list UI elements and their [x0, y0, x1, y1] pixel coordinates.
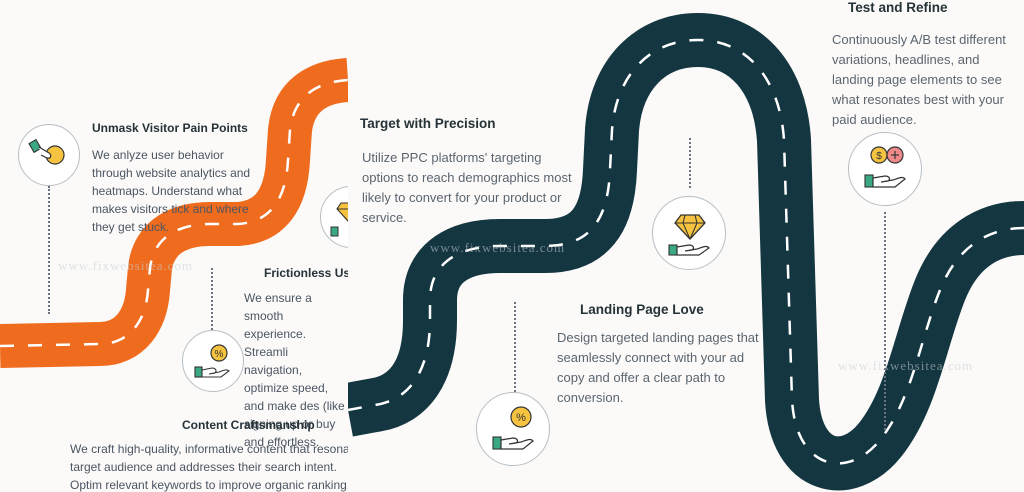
icon-circle-diamond-left [320, 186, 348, 248]
step-text-landing: Design targeted landing pages that seaml… [557, 330, 759, 405]
hand-percent-icon: % [194, 344, 230, 378]
step-title-test: Test and Refine [848, 0, 948, 15]
icon-circle-money: $ [848, 132, 922, 206]
step-title-pain-points: Unmask Visitor Pain Points [92, 121, 248, 135]
hand-percent-icon: % [492, 406, 534, 450]
hand-money-icon: $ [864, 146, 906, 188]
svg-text:%: % [516, 412, 526, 424]
icon-circle-coin [18, 124, 80, 186]
step-text-content: We craft high-quality, informative conte… [70, 442, 348, 492]
hand-coin-icon [28, 138, 65, 165]
left-panel: www.fixwebsitea.com Unmask Visitor Pain … [0, 0, 348, 492]
connector-landing [689, 138, 691, 188]
icon-circle-percent-left: % [182, 330, 244, 392]
hand-diamond-icon [668, 214, 710, 256]
step-text-pain-points: We anlyze user behavior through website … [92, 148, 251, 234]
step-title-frictionless: Frictionless Use [264, 266, 348, 280]
svg-text:%: % [215, 349, 224, 360]
road-dash-line [347, 38, 1024, 465]
hand-diamond-icon [330, 202, 348, 237]
svg-text:$: $ [876, 151, 882, 162]
icon-circle-percent-right: % [476, 392, 550, 466]
watermark-left: www.fixwebsitea.com [58, 258, 194, 273]
step-text-test: Continuously A/B test different variatio… [832, 32, 1006, 127]
step-title-target: Target with Precision [360, 116, 496, 131]
step-text-target: Utilize PPC platforms' targeting options… [362, 150, 572, 225]
watermark-right-2: www.fixwebsitea.com [430, 240, 566, 255]
step-title-content: Content Craftsmanship [182, 418, 315, 432]
step-text-frictionless: We ensure a smooth experience. Streamli … [244, 291, 345, 449]
connector-target [514, 302, 516, 392]
connector-frictionless [211, 268, 213, 330]
orange-road [0, 58, 348, 368]
icon-circle-diamond [652, 196, 726, 270]
watermark-right: www.fixwebsitea.com [838, 358, 974, 373]
connector-test [884, 212, 886, 430]
road-dash-line [0, 78, 348, 348]
connector-pain-points [48, 186, 50, 314]
step-title-landing: Landing Page Love [580, 302, 704, 317]
